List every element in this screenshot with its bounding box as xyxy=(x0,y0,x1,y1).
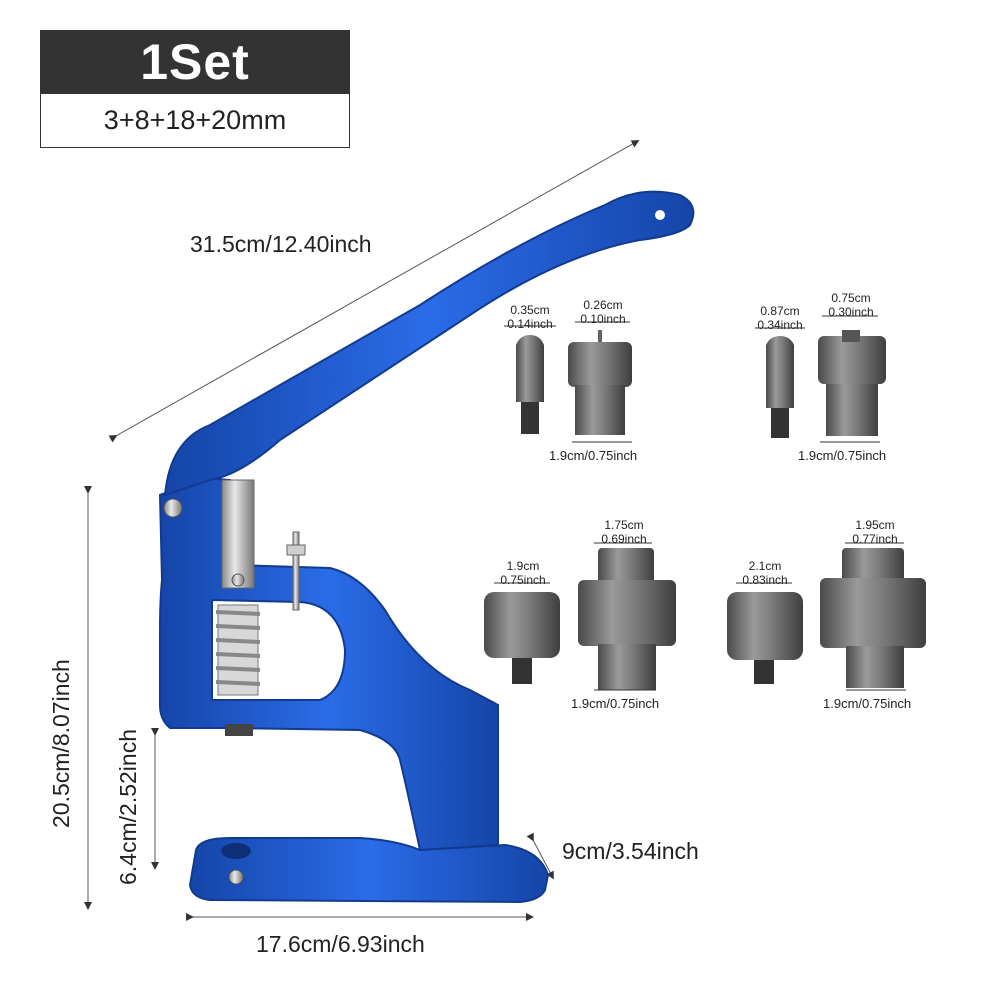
spring-guide xyxy=(217,604,259,696)
sizes-label: 3+8+18+20mm xyxy=(103,105,287,135)
base-depth-dimension-line xyxy=(526,832,554,880)
die-8 xyxy=(820,548,926,688)
die-4 xyxy=(818,330,886,436)
die-3-label: 0.87cm 0.34inch xyxy=(750,304,810,332)
die-8-label: 1.95cm 0.77inch xyxy=(843,518,907,546)
die-1-in: 0.14inch xyxy=(507,317,553,331)
height-label: 20.5cm/8.07inch xyxy=(48,659,74,828)
die-4-in: 0.30inch xyxy=(828,305,874,319)
die-6-bottom-label: 1.9cm/0.75inch xyxy=(571,696,660,711)
pivot-screw xyxy=(163,498,183,518)
set-label: 1Set xyxy=(140,33,250,90)
die-8-cm: 1.95cm xyxy=(855,518,895,532)
base-depth-label: 9cm/3.54inch xyxy=(562,838,699,864)
die-2 xyxy=(568,330,632,435)
base-width-label: 17.6cm/6.93inch xyxy=(256,931,425,957)
plunger-rod xyxy=(221,479,255,589)
throat-depth-label: 6.4cm/2.52inch xyxy=(115,729,141,885)
die-5-cm: 1.9cm xyxy=(506,559,540,573)
press-base xyxy=(188,837,550,904)
die-4-cm: 0.75cm xyxy=(831,291,871,305)
adjuster-nut xyxy=(286,544,306,556)
die-4-label: 0.75cm 0.30inch xyxy=(820,291,882,319)
die-2-bottom-label: 1.9cm/0.75inch xyxy=(549,448,638,463)
spring-coils xyxy=(215,610,261,686)
set-badge-header: 1Set xyxy=(40,30,350,93)
die-3-in: 0.34inch xyxy=(757,318,803,332)
die-4-bottom-label: 1.9cm/0.75inch xyxy=(798,448,887,463)
handle-length-label: 31.5cm/12.40inch xyxy=(190,231,372,257)
handle-hole xyxy=(655,210,665,220)
die-5 xyxy=(484,592,560,684)
die-5-label: 1.9cm 0.75inch xyxy=(492,559,554,587)
press-handle xyxy=(163,190,695,497)
die-6-in: 0.69inch xyxy=(601,532,647,546)
die-8-in: 0.77inch xyxy=(852,532,898,546)
die-2-cm: 0.26cm xyxy=(583,298,623,312)
handle-dimension-line xyxy=(108,140,640,443)
die-1-label: 0.35cm 0.14inch xyxy=(500,303,560,331)
die-2-in: 0.10inch xyxy=(580,312,626,326)
set-badge: 1Set 3+8+18+20mm xyxy=(40,30,350,148)
die-6-label: 1.75cm 0.69inch xyxy=(592,518,656,546)
die-7 xyxy=(727,592,803,684)
set-badge-sizes: 3+8+18+20mm xyxy=(40,93,350,148)
base-screw xyxy=(228,869,244,885)
die-7-in: 0.83inch xyxy=(742,573,788,587)
die-3 xyxy=(766,336,794,438)
die-2-label: 0.26cm 0.10inch xyxy=(572,298,634,326)
die-6 xyxy=(578,548,676,690)
die-7-label: 2.1cm 0.83inch xyxy=(734,559,796,587)
base-hole xyxy=(221,843,251,859)
adjuster-screw xyxy=(292,531,300,611)
frame-screw xyxy=(231,573,245,587)
die-5-in: 0.75inch xyxy=(500,573,546,587)
die-7-cm: 2.1cm xyxy=(748,559,782,573)
die-3-cm: 0.87cm xyxy=(760,304,800,318)
die-6-cm: 1.75cm xyxy=(604,518,644,532)
die-1-cm: 0.35cm xyxy=(510,303,550,317)
die-1 xyxy=(516,335,544,434)
die-8-bottom-label: 1.9cm/0.75inch xyxy=(823,696,912,711)
die-holder xyxy=(225,724,253,736)
